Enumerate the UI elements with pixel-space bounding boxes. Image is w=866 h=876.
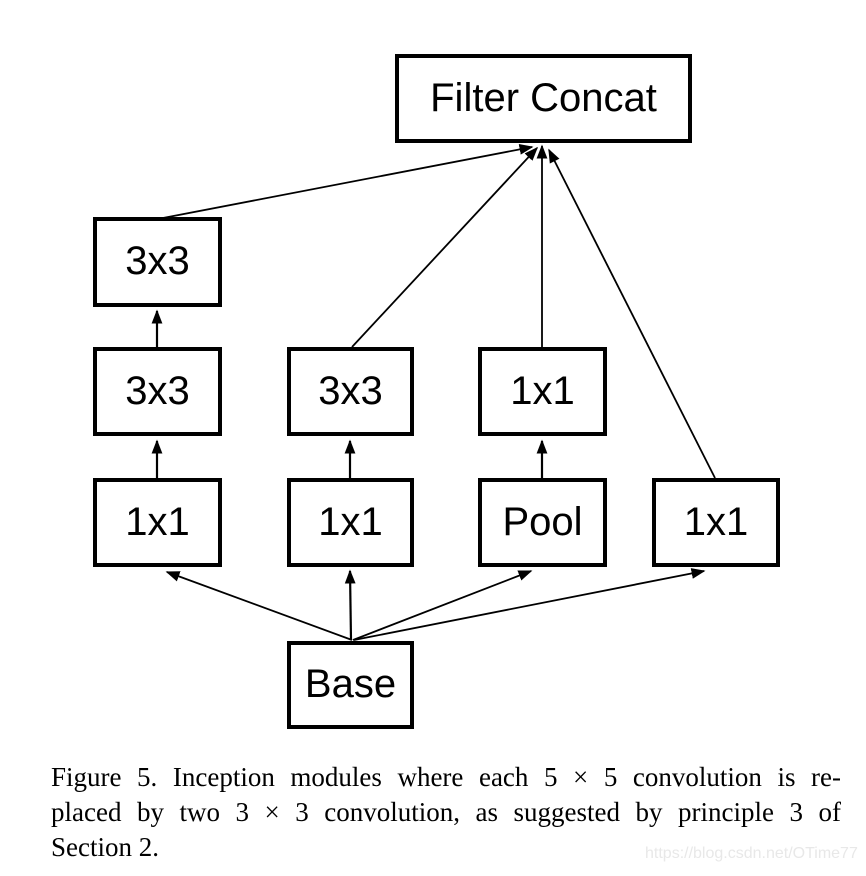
node-conv1x1-col3-label: 1x1: [510, 368, 575, 413]
node-conv1x1-mid-label: 1x1: [318, 499, 383, 544]
node-conv1x1-left: 1x1: [93, 478, 222, 567]
node-base-label: Base: [304, 662, 397, 706]
node-filter-concat: Filter Concat: [395, 54, 692, 143]
node-conv1x1-left-label: 1x1: [125, 499, 190, 544]
edge-base-to-1x1-right: [353, 568, 706, 641]
edge-base-to-pool: [352, 570, 533, 641]
caption-line-1: Figure 5. Inception modules where each 5…: [51, 762, 841, 792]
node-conv3x3-left-label: 3x3: [125, 368, 190, 413]
node-conv3x3-mid-label: 3x3: [318, 368, 383, 413]
node-conv3x3-top-label: 3x3: [125, 239, 190, 283]
caption-line-3: Section 2.: [51, 832, 159, 862]
node-base: Base: [287, 641, 414, 729]
node-conv3x3-left: 3x3: [93, 347, 222, 436]
node-conv1x1-mid: 1x1: [287, 478, 414, 567]
node-conv3x3-top: 3x3: [93, 217, 222, 307]
figure-caption: Figure 5. Inception modules where each 5…: [51, 760, 841, 865]
node-pool-label: Pool: [502, 499, 583, 544]
edge-base-to-1x1-left: [165, 571, 353, 641]
edge-base-to-1x1-mid: [344, 569, 356, 641]
watermark-url: https://blog.csdn.net/OTime77: [645, 845, 858, 862]
edge-3x3-mid-to-filter-concat: [351, 146, 539, 348]
node-pool: Pool: [478, 478, 607, 567]
node-conv3x3-mid: 3x3: [287, 347, 414, 436]
node-filter-concat-label: Filter Concat: [430, 75, 657, 120]
node-conv1x1-right: 1x1: [652, 478, 780, 567]
node-conv1x1-col3: 1x1: [478, 347, 607, 436]
node-conv1x1-right-label: 1x1: [683, 499, 749, 544]
edge-3x3-top-to-filter-concat: [162, 144, 534, 219]
caption-line-2: placed by two 3 × 3 convolution, as sugg…: [51, 797, 841, 827]
